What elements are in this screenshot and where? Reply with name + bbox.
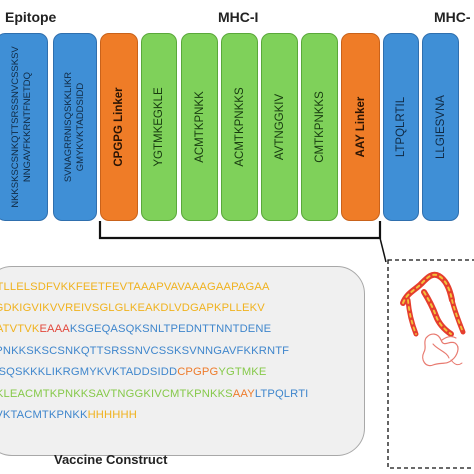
epitope-block: AAY Linker bbox=[341, 33, 380, 221]
epitope-block-label: YGTMKEGKLE bbox=[152, 87, 166, 166]
sequence-segment: MTLLELSDFVKKFEETFEVTAAAPVAVAAAGAAPAGAA bbox=[0, 281, 270, 293]
sequence-segment: NVKTACMTKPNKK bbox=[0, 409, 88, 421]
sequence-segment: KSGEQASQKSNLTPEDNTTNNTDENE bbox=[69, 323, 272, 335]
sequence-segment: NPNKKSKSCSNKQTTSRSSNVCSSKSVNNGAVFKKRNTF bbox=[0, 345, 290, 357]
epitope-sequence-text: NNGAVFKKRNTFNETDQ bbox=[22, 71, 33, 183]
epitope-block: YGTMKEGKLE bbox=[141, 33, 177, 221]
sequence-line: NISQSKKKLIKRGMYKVKTADDSIDDCPGPGYGTMKE bbox=[0, 366, 267, 378]
structure-frame bbox=[387, 259, 474, 469]
epitope-block: ACMTKPNKK bbox=[181, 33, 218, 221]
epitope-sequence-text: CPGPG Linker bbox=[112, 87, 125, 167]
epitope-block-label: LTPQLRTIL bbox=[394, 97, 408, 157]
epitope-sequence-text: NKKSKSCSNKQTTSRSSNVCSSKSV bbox=[10, 46, 22, 208]
epitope-sequence-text: AAY Linker bbox=[354, 96, 367, 158]
sequence-segment: EAAA bbox=[39, 323, 70, 335]
epitope-block: ACMTKPNKKS bbox=[221, 33, 258, 221]
sequence-segment: HHHHHH bbox=[87, 409, 137, 421]
epitope-sequence-text: AVTNGGKIV bbox=[273, 93, 286, 161]
epitope-block: CMTKPNKKS bbox=[301, 33, 338, 221]
epitope-block: LTPQLRTIL bbox=[383, 33, 419, 221]
sequence-segment: AGDKIGVIKVVREIVSGLGLKEAKDLVDGAPKPLLEKV bbox=[0, 302, 265, 314]
sequence-segment: CPGPG bbox=[177, 366, 219, 378]
epitope-block: CPGPG Linker bbox=[100, 33, 138, 221]
epitope-sequence-text: CMTKPNKKS bbox=[313, 91, 326, 163]
sequence-segment: GATVTVK bbox=[0, 323, 40, 335]
epitope-sequence-text: LLGIESVNA bbox=[434, 95, 447, 159]
epitope-block-label: CPGPG Linker bbox=[112, 87, 126, 166]
bracket-connector bbox=[98, 221, 382, 240]
sequence-line: GKLEACMTKPNKKSAVTNGGKIVCMTKPNKKSAAYLTPQL… bbox=[0, 388, 308, 400]
sequence-line: AGDKIGVIKVVREIVSGLGLKEAKDLVDGAPKPLLEKV bbox=[0, 302, 265, 314]
mhc2-header: MHC- bbox=[434, 9, 471, 25]
sequence-panel: MTLLELSDFVKKFEETFEVTAAAPVAVAAAGAAPAGAA AG… bbox=[0, 266, 365, 456]
epitope-block-label: CMTKPNKKS bbox=[312, 91, 326, 163]
epitope-sequence-text: GMYKVKTADDSIDD bbox=[75, 82, 86, 172]
sequence-segment: NISQSKKKLIKRGMYKVKTADDSIDD bbox=[0, 366, 178, 378]
sequence-segment: YGTMKE bbox=[218, 366, 267, 378]
sequence-segment: LTPQLRTI bbox=[254, 388, 309, 400]
epitope-block: LLGIESVNA bbox=[422, 33, 459, 221]
epitope-sequence-text: YGTMKEGKLE bbox=[152, 87, 165, 167]
pointer-line bbox=[379, 237, 387, 263]
epitope-sequence-text: ACMTKPNKKS bbox=[233, 87, 246, 167]
epitope-block-label: LLGIESVNA bbox=[433, 95, 447, 159]
epitope-sequence-text: LTPQLRTIL bbox=[394, 96, 407, 158]
sequence-line: MTLLELSDFVKKFEETFEVTAAAPVAVAAAGAAPAGAA bbox=[0, 281, 270, 293]
epitope-block-label: ACMTKPNKKS bbox=[232, 87, 246, 166]
epitope-block: AVTNGGKIV bbox=[261, 33, 298, 221]
epitope-block-label: ACMTKPNKK bbox=[192, 91, 206, 163]
epitope-sequence-text: SVNAGRRNISQSKKLIKR bbox=[63, 71, 75, 183]
sequence-segment: GKLEACMTKPNKKSAVTNGGKIVCMTKPNKKS bbox=[0, 388, 233, 400]
sequence-line: NPNKKSKSCSNKQTTSRSSNVCSSKSVNNGAVFKKRNTF bbox=[0, 345, 289, 357]
epitope-block-label: AVTNGGKIV bbox=[272, 94, 286, 160]
epitope-sequence-text: ACMTKPNKK bbox=[193, 91, 206, 163]
vaccine-construct-caption: Vaccine Construct bbox=[54, 452, 168, 467]
epitope-block-label: AAY Linker bbox=[353, 97, 367, 158]
sequence-line: GATVTVKEAAAKSGEQASQKSNLTPEDNTTNNTDENE bbox=[0, 323, 271, 335]
mhc1-header: MHC-I bbox=[218, 9, 259, 25]
sequence-segment: AAY bbox=[232, 388, 255, 400]
protein-structure-image bbox=[400, 271, 466, 367]
sequence-line: NVKTACMTKPNKKHHHHHH bbox=[0, 409, 137, 421]
epitope-header: Epitope bbox=[5, 9, 57, 25]
